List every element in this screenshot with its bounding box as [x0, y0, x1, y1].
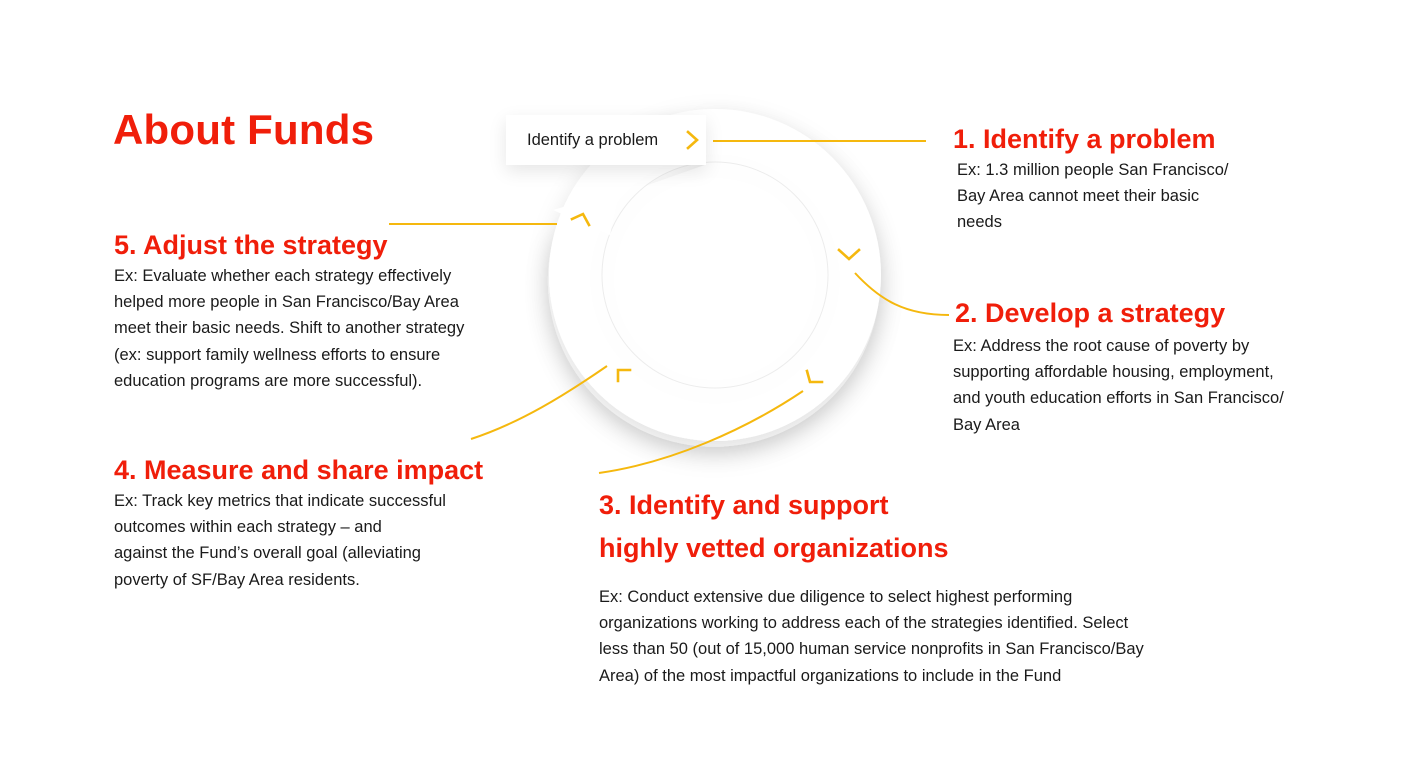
step-1: 1. Identify a problem Ex: 1.3 million pe…: [953, 124, 1228, 236]
step-4-description: Ex: Track key metrics that indicate succ…: [114, 492, 446, 589]
cycle-ring: [547, 109, 881, 447]
connector-step-4: [470, 365, 608, 440]
step-4: 4. Measure and share impact Ex: Track ke…: [114, 455, 483, 593]
step-5-title: 5. Adjust the strategy: [114, 230, 388, 260]
connector-step-2: [854, 272, 950, 316]
step-3: 3. Identify and support highly vetted or…: [599, 484, 1144, 689]
chevron-down-left-icon: [616, 368, 632, 383]
chevron-right-icon: [686, 130, 699, 150]
step-4-title: 4. Measure and share impact: [114, 455, 484, 485]
step-5-description: Ex: Evaluate whether each strategy effec…: [114, 267, 465, 390]
step-2: 2. Develop a strategy Ex: Address the ro…: [953, 298, 1284, 438]
step-5: 5. Adjust the strategy Ex: Evaluate whet…: [114, 230, 464, 394]
page-title: About Funds: [113, 106, 375, 153]
step-3-description: Ex: Conduct extensive due diligence to s…: [599, 588, 1144, 685]
step-1-title: 1. Identify a problem: [953, 124, 1216, 154]
chevron-down-right-icon: [805, 369, 824, 384]
connector-step-3: [598, 390, 804, 474]
step-3-title: 3. Identify and support highly vetted or…: [599, 490, 949, 563]
step-2-title: 2. Develop a strategy: [955, 298, 1226, 328]
step-1-description: Ex: 1.3 million people San Francisco/ Ba…: [957, 161, 1229, 232]
start-step-label: Identify a problem: [527, 130, 659, 149]
chevron-up-left-icon: [570, 212, 591, 227]
start-step-pill: Identify a problem: [506, 115, 706, 165]
chevron-right-icon: [837, 248, 861, 261]
step-2-description: Ex: Address the root cause of poverty by…: [953, 337, 1284, 434]
